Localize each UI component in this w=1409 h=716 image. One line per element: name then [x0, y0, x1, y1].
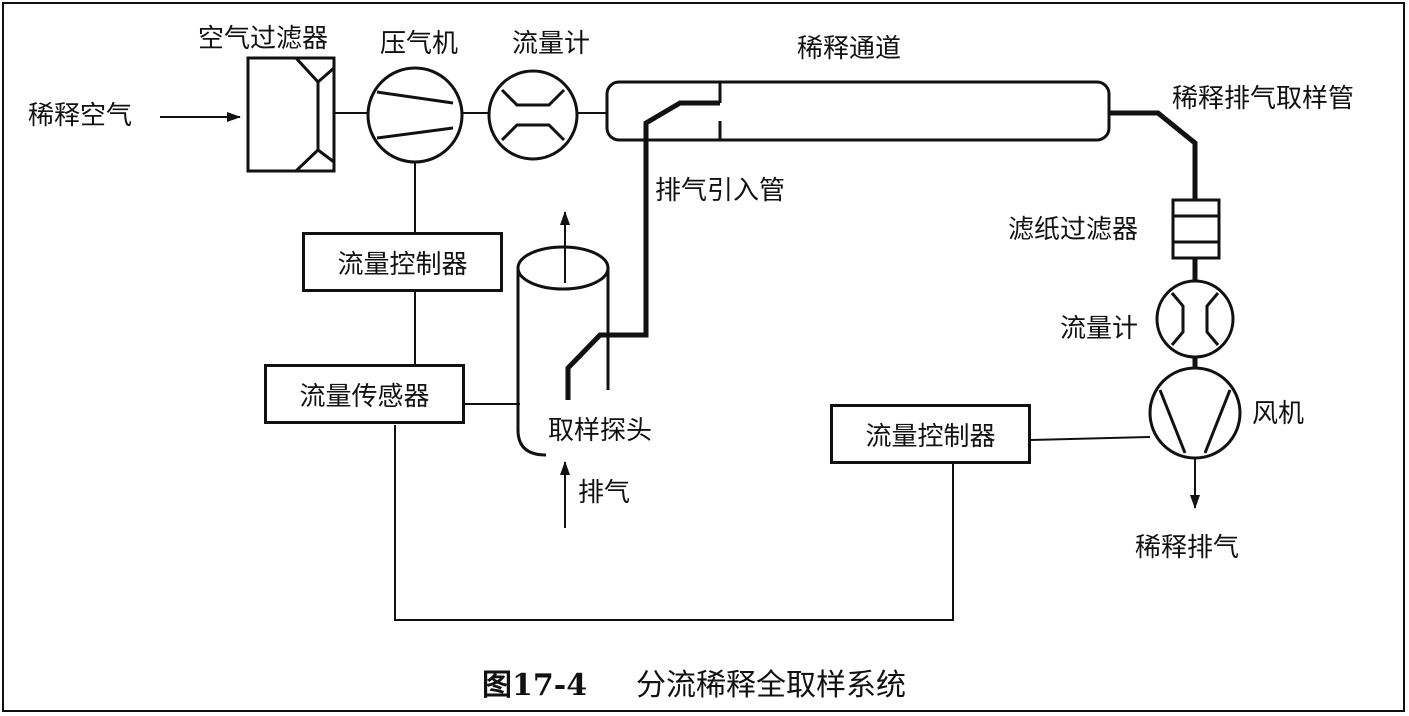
air-filter-label: 空气过滤器 — [198, 24, 329, 54]
flowmeter-top-label: 流量计 — [512, 29, 591, 59]
sampling-probe-label: 取样探头 — [548, 416, 653, 446]
flowmeter-right-icon — [1155, 279, 1235, 359]
compressor-label: 压气机 — [380, 29, 459, 59]
fan-label: 风机 — [1252, 399, 1305, 429]
dilution-air-label: 稀释空气 — [28, 101, 133, 131]
flow-controller-right-label: 流量控制器 — [865, 421, 996, 452]
signal-sensor-right-controller — [394, 425, 954, 621]
flowmeter-right-label: 流量计 — [1060, 314, 1139, 344]
figure-title: 分流稀释全取样系统 — [636, 668, 906, 703]
paper-filter-icon — [1171, 198, 1221, 260]
flow-controller-right-box: 流量控制器 — [830, 404, 1031, 464]
dilution-tunnel-label: 稀释通道 — [797, 34, 902, 64]
dilution-exhaust-sampling-tube — [1109, 110, 1198, 200]
flow-sensor-box: 流量传感器 — [264, 364, 465, 424]
dilution-tunnel — [605, 80, 1111, 142]
flow-sensor-label: 流量传感器 — [299, 381, 430, 412]
figure-number: 图17-4 — [482, 668, 588, 703]
compressor-icon — [366, 66, 464, 164]
fan-icon — [1148, 366, 1242, 460]
diluted-exhaust-label: 稀释排气 — [1135, 533, 1240, 563]
exhaust-label: 排气 — [578, 478, 631, 508]
air-filter-icon — [246, 56, 336, 173]
sampling-probe-cylinder-icon — [516, 245, 610, 457]
paper-filter-label: 滤纸过滤器 — [1008, 215, 1139, 245]
flow-controller-left-box: 流量控制器 — [302, 232, 503, 292]
flowmeter-top-icon — [487, 69, 579, 161]
signal-controller-fan — [1030, 436, 1151, 441]
flow-controller-left-label: 流量控制器 — [337, 249, 468, 280]
dilution-exhaust-sampling-tube-label: 稀释排气取样管 — [1172, 84, 1355, 114]
exhaust-inlet-tube — [565, 100, 720, 400]
exhaust-inlet-tube-label: 排气引入管 — [655, 176, 786, 206]
